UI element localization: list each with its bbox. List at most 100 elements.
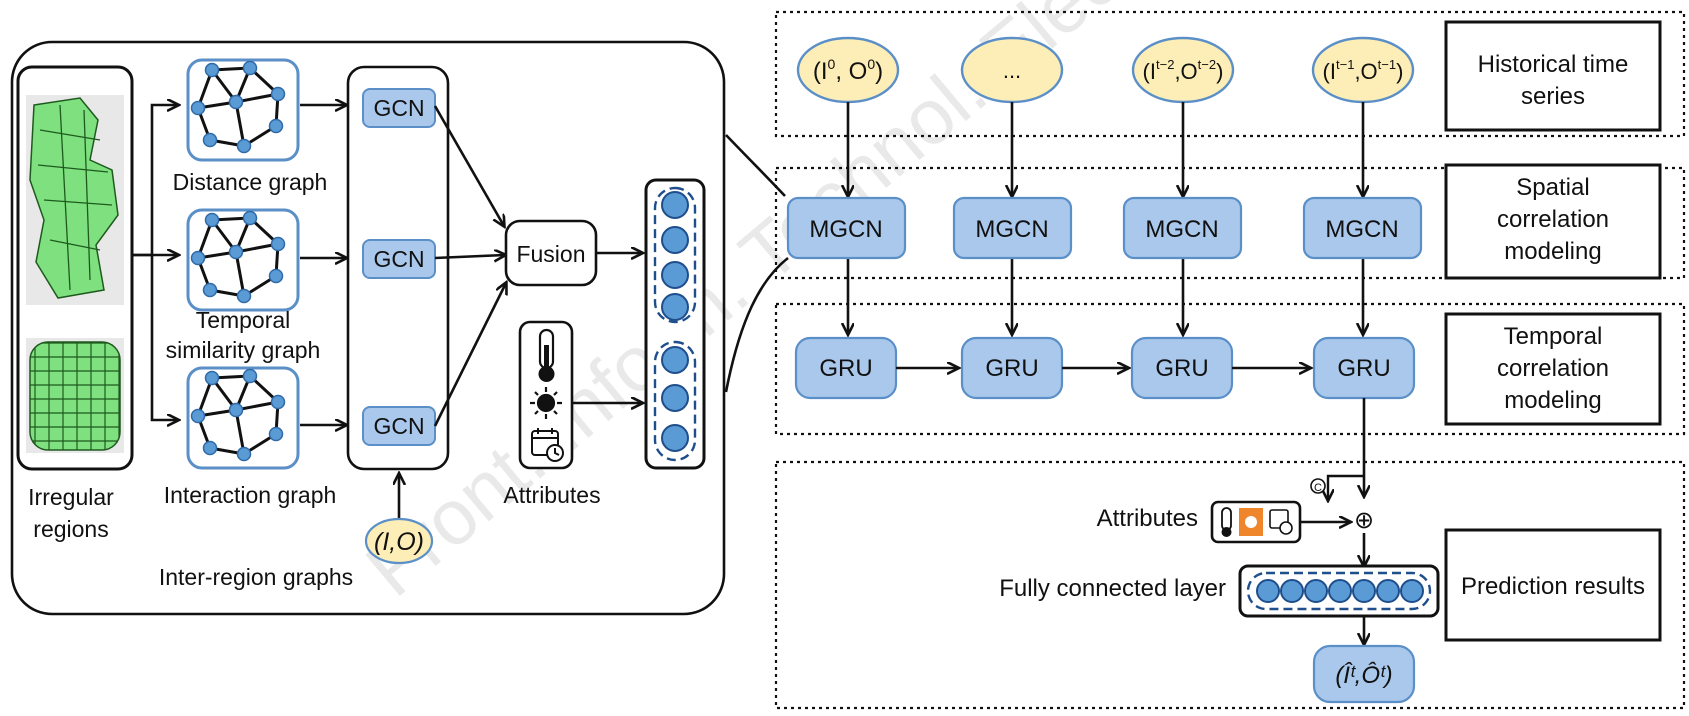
svg-text:MGCN: MGCN — [1325, 216, 1398, 243]
gcn-to-fusion-arrows — [433, 105, 506, 427]
fusion-label: Fusion — [516, 241, 585, 267]
gcn-block-2: GCN — [362, 239, 436, 279]
gcn-block-3: GCN — [362, 406, 436, 446]
svg-text:GCN: GCN — [373, 246, 424, 272]
connector-to-mgcn-lower — [724, 256, 789, 393]
mgcn-block-3: MGCN — [1122, 196, 1243, 260]
fc-node — [1304, 579, 1328, 603]
svg-text:Prediction results: Prediction results — [1461, 573, 1645, 600]
temporal-graph-label-2: similarity graph — [166, 337, 321, 363]
svg-text:(It−2,Ot−2): (It−2,Ot−2) — [1143, 57, 1224, 84]
svg-text:(I,O): (I,O) — [374, 528, 424, 556]
svg-text:GRU: GRU — [1155, 355, 1208, 382]
svg-text:Historical time: Historical time — [1478, 51, 1629, 78]
sun-icon — [530, 387, 562, 419]
vector-node — [661, 261, 689, 289]
graph-icons — [186, 58, 300, 470]
temporal-graph-label-1: Temporal — [196, 307, 291, 333]
feature-group-upper — [653, 186, 697, 324]
svg-text:GCN: GCN — [373, 95, 424, 121]
gcn-block-1: GCN — [362, 88, 436, 128]
vector-node — [661, 346, 689, 374]
interaction-graph-label: Interaction graph — [164, 482, 337, 508]
region-map-upper — [26, 95, 124, 305]
graph-to-gcn-arrows — [300, 105, 346, 425]
concat-symbol: ⊕ — [1354, 507, 1374, 534]
attributes-label: Attributes — [503, 482, 600, 508]
vector-node — [661, 424, 689, 452]
vector-node — [661, 191, 689, 219]
fc-node — [1256, 579, 1280, 603]
svg-text:GRU: GRU — [819, 355, 872, 382]
svg-text:(Îᵗ,Ôᵗ): (Îᵗ,Ôᵗ) — [1335, 661, 1392, 689]
fc-nodes — [1256, 579, 1424, 603]
svg-text:Temporal: Temporal — [1504, 323, 1603, 350]
svg-text:GRU: GRU — [985, 355, 1038, 382]
fc-node — [1328, 579, 1352, 603]
prediction-attributes-label: Attributes — [1097, 505, 1198, 532]
stage-label-prediction: Prediction results — [1444, 528, 1662, 642]
left-panel-frame — [10, 40, 726, 616]
svg-text:modeling: modeling — [1504, 387, 1601, 414]
mgcn-block-1: MGCN — [786, 196, 907, 260]
irregular-regions-label-1: Irregular — [28, 484, 114, 510]
gru-block-3: GRU — [1130, 336, 1234, 400]
region-to-graph-arrows — [132, 105, 178, 420]
gru-block-2: GRU — [960, 336, 1064, 400]
gru-block-4: GRU — [1312, 336, 1416, 400]
fc-node — [1280, 579, 1304, 603]
region-map-lower — [26, 338, 124, 453]
distance-graph-icon — [186, 58, 300, 162]
svg-text:MGCN: MGCN — [975, 216, 1048, 243]
temporal-similarity-graph-icon — [186, 208, 300, 312]
inter-region-graphs-label: Inter-region graphs — [159, 564, 353, 590]
thermometer-icon — [538, 328, 555, 382]
fc-node-group — [1246, 571, 1432, 611]
concat-branch-line — [1328, 474, 1364, 500]
fc-node — [1400, 579, 1424, 603]
calendar-clock-icon — [1269, 509, 1293, 535]
fc-node — [1352, 579, 1376, 603]
interaction-graph-icon — [186, 366, 300, 470]
prediction-output: (Îᵗ,Ôᵗ) — [1312, 644, 1416, 704]
vector-node — [661, 226, 689, 254]
svg-text:GRU: GRU — [1337, 355, 1390, 382]
svg-text:Spatial: Spatial — [1516, 174, 1589, 201]
calendar-clock-icon — [531, 428, 564, 462]
distance-graph-label: Distance graph — [173, 169, 328, 195]
svg-text:series: series — [1521, 83, 1585, 110]
stage-label-historical: Historical time series — [1444, 20, 1662, 132]
svg-text:MGCN: MGCN — [809, 216, 882, 243]
svg-text:C: C — [1314, 482, 1322, 494]
c-symbol: C — [1310, 478, 1326, 494]
history-input-ellipsis: ... — [960, 36, 1064, 104]
svg-text:MGCN: MGCN — [1145, 216, 1218, 243]
sun-icon — [1239, 508, 1263, 536]
svg-text:(I0, O0): (I0, O0) — [813, 56, 883, 85]
feature-vector-nodes — [661, 191, 689, 452]
mgcn-block-4: MGCN — [1302, 196, 1423, 260]
feature-vector-box — [644, 178, 706, 470]
fully-connected-label: Fully connected layer — [999, 575, 1226, 602]
stage-frames — [774, 10, 1686, 710]
history-input-t-2: (It−2,Ot−2) — [1131, 36, 1235, 104]
history-input-1: (I0, O0) — [796, 36, 900, 104]
irregular-regions-label-2: regions — [33, 516, 108, 542]
svg-text:GCN: GCN — [373, 413, 424, 439]
gru-block-1: GRU — [794, 336, 898, 400]
svg-text:modeling: modeling — [1504, 238, 1601, 265]
svg-text:correlation: correlation — [1497, 355, 1609, 382]
feature-group-lower — [653, 340, 697, 462]
fc-node — [1376, 579, 1400, 603]
thermometer-icon — [1221, 507, 1232, 537]
prediction-attributes-box — [1210, 500, 1302, 544]
svg-text:(It−1,Ot−1): (It−1,Ot−1) — [1323, 57, 1404, 84]
mgcn-block-2: MGCN — [952, 196, 1073, 260]
input-io-bubble: (I,O) — [364, 517, 434, 565]
history-input-t-1: (It−1,Ot−1) — [1311, 36, 1415, 104]
vector-node — [661, 293, 689, 321]
pipeline-vertical-arrows — [848, 102, 1363, 334]
stage-label-temporal: Temporal correlation modeling — [1444, 312, 1662, 426]
connector-to-mgcn-upper — [725, 134, 786, 197]
